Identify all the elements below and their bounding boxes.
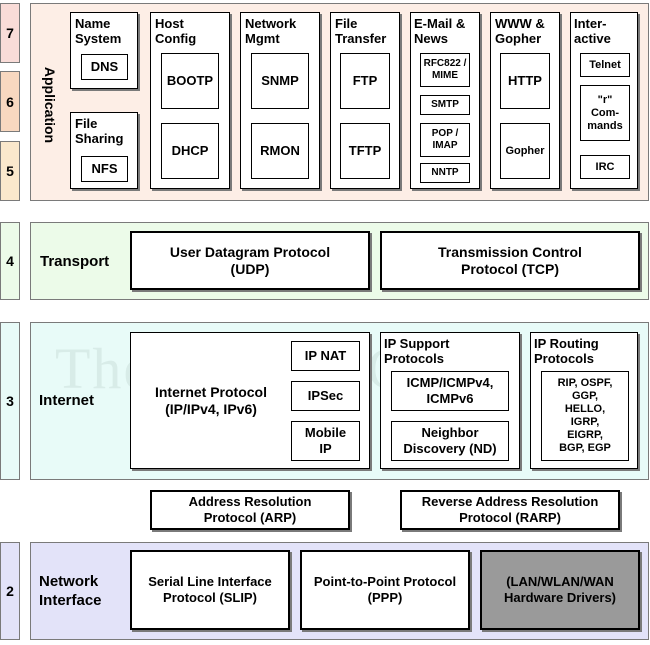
udp-box: User Datagram Protocol (UDP)	[130, 231, 370, 290]
group-file-sharing-title: File Sharing	[75, 116, 124, 146]
group-file-transfer: File Transfer FTP TFTP	[330, 12, 400, 189]
layer-number-2-label: 2	[6, 583, 14, 599]
group-host-config-title: Host Config	[155, 16, 197, 46]
rfc822-mime-box: RFC822 / MIME	[420, 53, 470, 87]
group-file-transfer-title: File Transfer	[335, 16, 387, 46]
neighbor-discovery-box: Neighbor Discovery (ND)	[391, 421, 509, 461]
layer-number-3-label: 3	[6, 393, 14, 409]
rarp-box: Reverse Address Resolution Protocol (RAR…	[400, 490, 620, 530]
r-commands-box: "r" Com-mands	[580, 85, 630, 141]
internet-protocol-label: Internet Protocol (IP/IPv4, IPv6)	[154, 384, 267, 417]
smtp-box: SMTP	[420, 95, 470, 115]
layer-number-5: 5	[0, 141, 20, 201]
ip-support-title: IP Support Protocols	[384, 336, 450, 366]
group-name-system-title: Name System	[75, 16, 122, 46]
bootp-box: BOOTP	[161, 53, 219, 109]
dhcp-box: DHCP	[161, 123, 219, 179]
hardware-drivers-box: (LAN/WLAN/WAN Hardware Drivers)	[480, 550, 640, 630]
routing-protocols-list: RIP, OSPF, GGP, HELLO, IGRP, EIGRP, BGP,…	[541, 371, 629, 461]
snmp-box: SNMP	[251, 53, 309, 109]
ip-nat-box: IP NAT	[291, 341, 360, 371]
gopher-box: Gopher	[500, 123, 550, 179]
group-network-mgmt: Network Mgmt SNMP RMON	[240, 12, 320, 189]
ip-routing-title: IP Routing Protocols	[534, 336, 599, 366]
ftp-box: FTP	[340, 53, 390, 109]
group-email-news-title: E-Mail & News	[414, 16, 466, 46]
telnet-box: Telnet	[580, 53, 630, 77]
application-layer-label: Application	[42, 66, 58, 144]
pop-imap-box: POP / IMAP	[420, 123, 470, 157]
layer-number-3: 3	[0, 322, 20, 480]
layer-number-6-label: 6	[6, 93, 14, 110]
group-www-gopher-title: WWW & Gopher	[495, 16, 545, 46]
group-host-config: Host Config BOOTP DHCP	[150, 12, 230, 189]
layer-number-4: 4	[0, 222, 20, 300]
ipsec-box: IPSec	[291, 381, 360, 411]
tftp-box: TFTP	[340, 123, 390, 179]
group-interactive-title: Inter-active	[574, 16, 611, 46]
group-file-sharing: File Sharing NFS	[70, 112, 138, 189]
group-email-news: E-Mail & News RFC822 / MIME SMTP POP / I…	[410, 12, 480, 189]
ip-group: Internet Protocol (IP/IPv4, IPv6) IP NAT…	[130, 332, 370, 469]
ip-support-group: IP Support Protocols ICMP/ICMPv4, ICMPv6…	[380, 332, 520, 469]
layer-number-7-label: 7	[6, 25, 14, 41]
ppp-box: Point-to-Point Protocol (PPP)	[300, 550, 470, 630]
layer-number-4-label: 4	[6, 253, 14, 269]
slip-box: Serial Line Interface Protocol (SLIP)	[130, 550, 290, 630]
group-www-gopher: WWW & Gopher HTTP Gopher	[490, 12, 560, 189]
mobile-ip-box: Mobile IP	[291, 421, 360, 461]
ip-routing-group: IP Routing Protocols RIP, OSPF, GGP, HEL…	[530, 332, 638, 469]
dns-box: DNS	[81, 54, 128, 80]
transport-layer-label: Transport	[40, 253, 110, 270]
layer-number-7: 7	[0, 3, 20, 63]
nntp-box: NNTP	[420, 163, 470, 183]
group-interactive: Inter-active Telnet "r" Com-mands IRC	[570, 12, 638, 189]
http-box: HTTP	[500, 53, 550, 109]
group-network-mgmt-title: Network Mgmt	[245, 16, 297, 46]
layer-number-2: 2	[0, 542, 20, 640]
group-name-system: Name System DNS	[70, 12, 138, 89]
irc-box: IRC	[580, 155, 630, 179]
internet-layer-label: Internet	[39, 392, 95, 409]
nfs-box: NFS	[81, 156, 128, 182]
icmp-box: ICMP/ICMPv4, ICMPv6	[391, 371, 509, 411]
network-interface-layer-label: Network Interface	[39, 573, 102, 609]
rmon-box: RMON	[251, 123, 309, 179]
arp-box: Address Resolution Protocol (ARP)	[150, 490, 350, 530]
tcp-box: Transmission Control Protocol (TCP)	[380, 231, 640, 290]
layer-number-6: 6	[0, 71, 20, 132]
layer-number-5-label: 5	[6, 163, 14, 179]
